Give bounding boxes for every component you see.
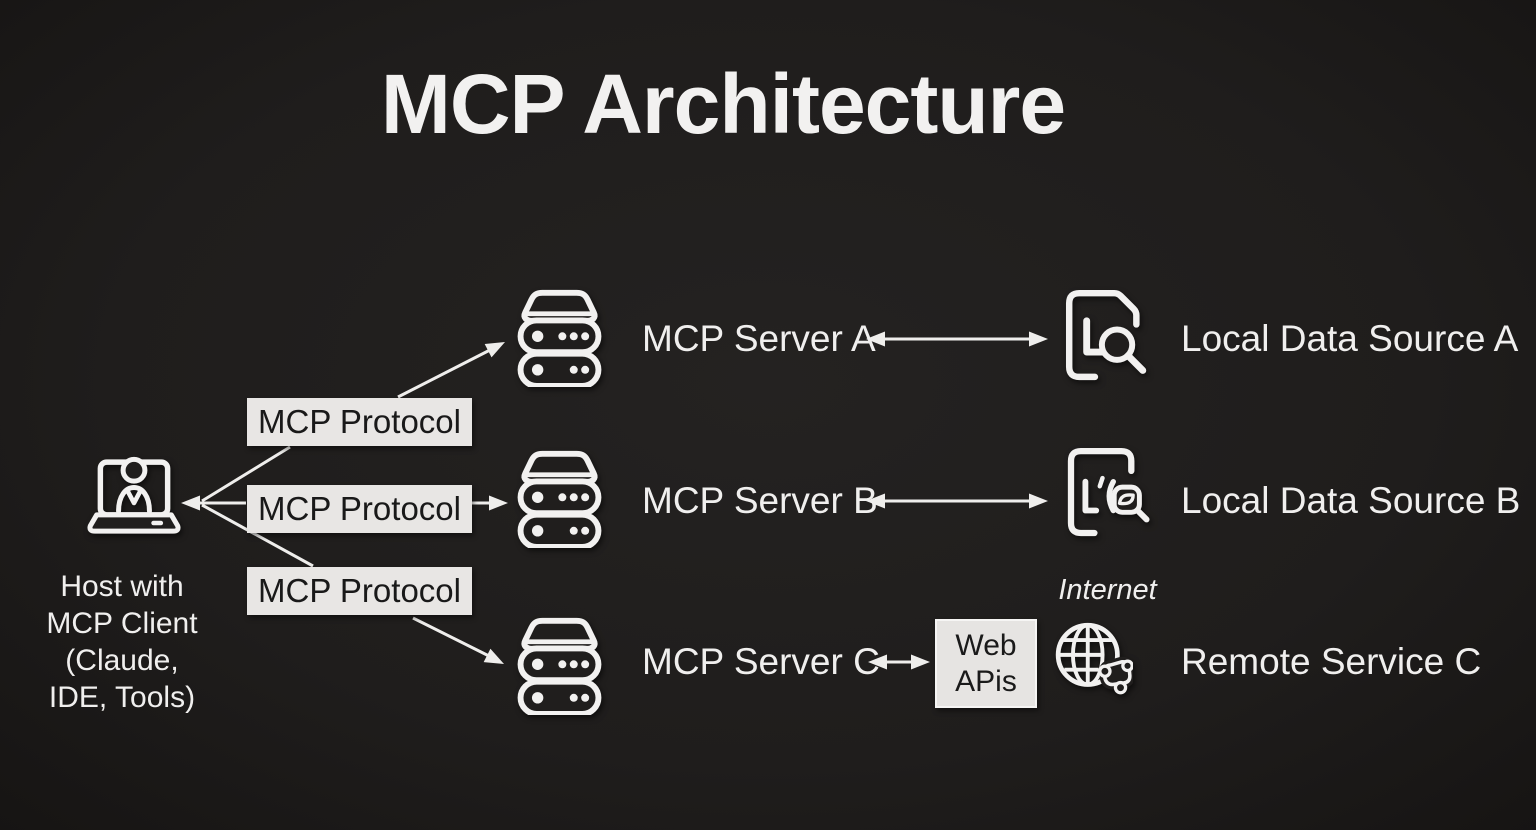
document-search-icon-b	[1067, 447, 1150, 537]
document-search-icon-a	[1065, 289, 1147, 381]
connector-protocol3-to-server-c	[412, 616, 504, 664]
mcp-protocol-box-2: MCP Protocol	[247, 485, 472, 533]
server-b-label: MCP Server B	[642, 480, 878, 521]
mcp-protocol-label-3: MCP Protocol	[258, 572, 461, 609]
connector-protocol2-to-host	[181, 495, 246, 511]
connector-server-b-to-source-b	[866, 493, 1048, 509]
host-label: Host with MCP Client (Claude, IDE, Tools…	[46, 570, 198, 714]
database-server-icon-b	[517, 450, 602, 548]
arrowhead-to-server-b	[489, 495, 508, 511]
local-data-source-a-label: Local Data Source A	[1181, 318, 1519, 359]
page-title: MCP Architecture	[380, 57, 1066, 151]
local-data-source-b-label: Local Data Source B	[1181, 480, 1521, 521]
database-server-icon-a	[517, 289, 602, 387]
mcp-protocol-box-1: MCP Protocol	[247, 398, 472, 446]
connector-protocol1-to-server-a	[397, 342, 505, 399]
mcp-protocol-label-1: MCP Protocol	[258, 403, 461, 440]
globe-network-icon	[1055, 622, 1133, 695]
mcp-protocol-label-2: MCP Protocol	[258, 490, 461, 527]
connector-server-a-to-source-a	[866, 331, 1048, 347]
remote-service-c-label: Remote Service C	[1181, 641, 1482, 682]
web-apis-box: Web APis	[935, 619, 1037, 708]
laptop-user-icon	[87, 456, 181, 534]
mcp-protocol-box-3: MCP Protocol	[247, 567, 472, 615]
server-a-label: MCP Server A	[642, 318, 876, 359]
internet-annotation: Internet	[1058, 574, 1157, 606]
arrowhead-to-server-a	[484, 342, 505, 358]
connector-protocol2-to-server-b	[470, 495, 508, 511]
database-server-icon-c	[517, 617, 602, 715]
web-apis-label: Web APis	[955, 628, 1017, 698]
arrowhead-to-server-c	[483, 648, 504, 664]
server-c-label: MCP Server C	[642, 641, 880, 682]
